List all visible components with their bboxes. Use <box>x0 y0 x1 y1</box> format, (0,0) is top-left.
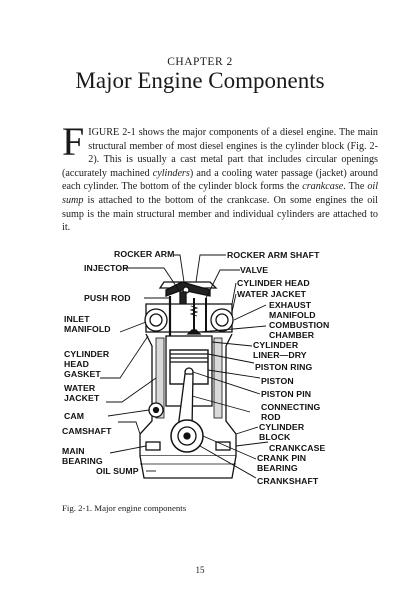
engine-diagram-svg: ROCKER ARM ROCKER ARM SHAFT INJECTOR VAL… <box>62 249 329 486</box>
leader-lines <box>100 254 269 479</box>
label-connecting-rod-line2: ROD <box>261 412 281 422</box>
label-cylinder-liner-line1: CYLINDER <box>253 340 299 350</box>
label-crankcase: CRANKCASE <box>269 443 326 453</box>
label-rocker-arm: ROCKER ARM <box>114 249 175 259</box>
label-valve: VALVE <box>240 265 268 275</box>
label-cylinder-head: CYLINDER HEAD <box>237 278 310 288</box>
label-cam: CAM <box>64 411 84 421</box>
label-combustion-chamber-line2: CHAMBER <box>269 330 315 340</box>
chapter-label: CHAPTER 2 <box>167 56 233 68</box>
label-oil-sump: OIL SUMP <box>96 466 139 476</box>
label-cylinder-head-gasket-line2: HEAD <box>64 359 89 369</box>
label-combustion-chamber-line1: COMBUSTION <box>269 320 329 330</box>
label-crank-pin-bearing-line1: CRANK PIN <box>257 453 306 463</box>
paragraph-segment: . The <box>343 181 368 193</box>
label-crank-pin-bearing-line2: BEARING <box>257 463 298 473</box>
label-piston-pin: PISTON PIN <box>261 389 311 399</box>
label-main-bearing-line1: MAIN <box>62 446 85 456</box>
label-inlet-manifold-line1: INLET <box>64 314 90 324</box>
paragraph-segment: ) and a cooling water passage (jacket) a… <box>62 167 378 193</box>
label-push-rod: PUSH ROD <box>84 293 131 303</box>
label-exhaust-manifold-line2: MANIFOLD <box>269 310 316 320</box>
label-piston-ring: PISTON RING <box>255 362 313 372</box>
label-exhaust-manifold-line1: EXHAUST <box>269 300 312 310</box>
label-piston: PISTON <box>261 376 294 386</box>
term-oil-sump: oil sump <box>62 181 379 206</box>
label-injector: INJECTOR <box>84 263 129 273</box>
label-cylinder-head-gasket-line1: CYLINDER <box>64 349 110 359</box>
label-cylinder-block-line1: CYLINDER <box>259 422 305 432</box>
engine-illustration <box>139 281 237 479</box>
page-number: 15 <box>195 565 205 575</box>
label-water-jacket-left-line2: JACKET <box>64 393 100 403</box>
label-crankshaft: CRANKSHAFT <box>257 476 319 486</box>
drop-cap: F <box>62 119 85 164</box>
term-cylinders: cylinders <box>152 167 190 179</box>
label-cylinder-liner-line2: LINER—DRY <box>253 350 307 360</box>
label-camshaft: CAMSHAFT <box>62 426 112 436</box>
label-cylinder-block-line2: BLOCK <box>259 432 291 442</box>
figure-caption: Fig. 2-1. Major engine components <box>62 503 187 513</box>
label-rocker-arm-shaft: ROCKER ARM SHAFT <box>227 250 320 260</box>
diagram-labels: ROCKER ARM ROCKER ARM SHAFT INJECTOR VAL… <box>62 249 329 486</box>
term-crankcase: crankcase <box>302 181 344 193</box>
label-water-jacket-right: WATER JACKET <box>237 289 307 299</box>
label-water-jacket-left-line1: WATER <box>64 383 96 393</box>
label-connecting-rod-line1: CONNECTING <box>261 402 321 412</box>
engine-diagram: ROCKER ARM ROCKER ARM SHAFT INJECTOR VAL… <box>60 246 350 496</box>
chapter-title: Major Engine Components <box>75 68 325 93</box>
label-main-bearing-line2: BEARING <box>62 456 103 466</box>
label-cylinder-head-gasket-line3: GASKET <box>64 369 101 379</box>
paragraph-segment: is attached to the bottom of the crankca… <box>62 194 378 234</box>
label-inlet-manifold-line2: MANIFOLD <box>64 324 111 334</box>
paragraph-segment: IGURE 2-1 shows the major components of … <box>62 127 378 179</box>
